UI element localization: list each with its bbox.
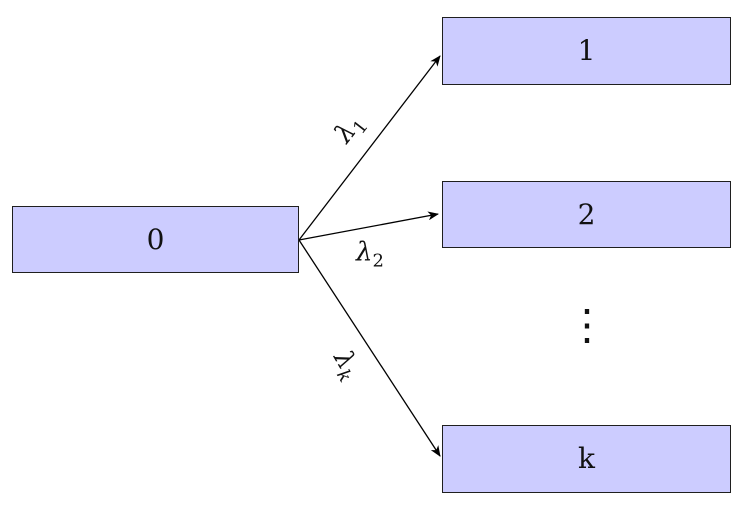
edge-label-lambda-k: λk [325, 345, 366, 386]
edge-label-lambda-2: λ2 [356, 240, 384, 271]
node-2: 2 [442, 181, 731, 248]
edge-label-lambda-1: λ1 [329, 109, 373, 150]
edge-arrow-0-to-1 [298, 55, 441, 241]
node-0: 0 [12, 206, 299, 273]
node-2-label: 2 [577, 197, 596, 231]
edge-arrow-0-to-2 [298, 211, 439, 241]
node-1-label: 1 [577, 34, 596, 67]
vertical-ellipsis: ⋮ [566, 300, 608, 349]
node-k-label: k [578, 442, 595, 475]
node-0-label: 0 [146, 222, 165, 256]
lambda-2-subscript: 2 [372, 250, 384, 272]
node-k: k [442, 425, 731, 493]
lambda-symbol: λ [356, 237, 373, 268]
node-1: 1 [442, 17, 731, 85]
edge-arrow-0-to-k [298, 239, 441, 457]
